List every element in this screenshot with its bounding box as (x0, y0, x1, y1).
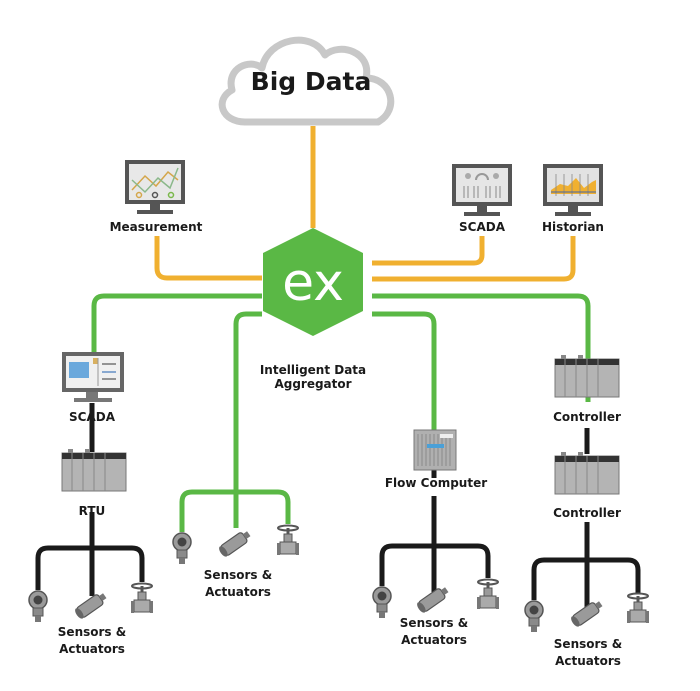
link-hub-flow-computer (372, 311, 437, 432)
left-sensors-label-1: Sensors & (58, 625, 126, 639)
cloud-label: Big Data (251, 67, 372, 96)
link-right-fan (531, 557, 641, 600)
gate-valve-icon (476, 578, 500, 610)
flow-computer-icon (413, 429, 457, 471)
flow-computer-label: Flow Computer (385, 476, 487, 490)
gate-valve-icon (626, 592, 650, 624)
center-left-sensors-actuators[interactable]: Sensors & Actuators (172, 524, 300, 600)
node-rtu[interactable]: RTU (61, 448, 127, 518)
controller-rack-icon (554, 451, 620, 495)
link-hub-controller (372, 293, 591, 402)
big-data-cloud: Big Data (218, 36, 395, 126)
right-sensors-label-1: Sensors & (554, 637, 622, 651)
node-flow-computer[interactable]: Flow Computer (385, 429, 487, 490)
node-controller-2[interactable]: Controller (553, 451, 621, 520)
flow-sensors-label-1: Sensors & (400, 616, 468, 630)
node-historian[interactable]: Historian (542, 164, 604, 234)
cloud-icon (218, 36, 395, 126)
pressure-transmitter-icon (28, 590, 48, 623)
rtu-label: RTU (79, 504, 106, 518)
hexagon-icon (263, 228, 363, 336)
flow-sensors-actuators[interactable]: Sensors & Actuators (372, 578, 500, 648)
orange-links (154, 126, 576, 282)
controller-1-label: Controller (553, 410, 621, 424)
historian-label: Historian (542, 220, 604, 234)
scada-top-label: SCADA (459, 220, 506, 234)
gate-valve-icon (276, 524, 300, 556)
pressure-transmitter-icon (372, 586, 392, 619)
center-left-sensors-label-2: Actuators (205, 585, 271, 599)
pressure-transmitter-icon (172, 532, 192, 565)
link-scada-top-hub (372, 236, 485, 266)
hub-label-line1: Intelligent Data (260, 363, 366, 377)
node-measurement[interactable]: Measurement (110, 160, 203, 234)
controller-rack-icon (554, 354, 620, 398)
monitor-chart-icon (125, 160, 185, 214)
node-left-scada[interactable]: SCADA (62, 352, 124, 424)
link-measurement-hub (154, 236, 262, 281)
link-hub-left-scada (91, 293, 262, 352)
link-center-left-fan (179, 489, 291, 532)
left-scada-label: SCADA (69, 410, 116, 424)
hub-intelligent-data-aggregator[interactable]: ex Intelligent Data Aggregator (260, 228, 366, 391)
link-left-fan (35, 545, 145, 590)
left-sensors-actuators[interactable]: Sensors & Actuators (28, 582, 154, 657)
pressure-transmitter-icon (524, 600, 544, 633)
center-left-sensors-label-1: Sensors & (204, 568, 272, 582)
left-sensors-label-2: Actuators (59, 642, 125, 656)
measurement-label: Measurement (110, 220, 203, 234)
monitor-process-icon (62, 352, 124, 402)
link-hub-center-left (233, 311, 262, 528)
right-sensors-label-2: Actuators (555, 654, 621, 668)
hub-label-line2: Aggregator (274, 377, 351, 391)
link-flow-fan (379, 543, 491, 586)
field-links (35, 403, 641, 608)
monitor-area-chart-icon (543, 164, 603, 216)
monitor-dashboard-icon (452, 164, 512, 216)
controller-2-label: Controller (553, 506, 621, 520)
rtu-rack-icon (61, 448, 127, 492)
link-historian-hub (372, 236, 576, 282)
actuator-cylinder-icon (216, 528, 253, 559)
flow-sensors-label-2: Actuators (401, 633, 467, 647)
node-scada-top[interactable]: SCADA (452, 164, 512, 234)
hub-logo-text: ex (282, 253, 344, 313)
node-controller-1[interactable]: Controller (553, 354, 621, 424)
gate-valve-icon (130, 582, 154, 614)
green-links (91, 293, 591, 532)
right-sensors-actuators[interactable]: Sensors & Actuators (524, 592, 650, 669)
